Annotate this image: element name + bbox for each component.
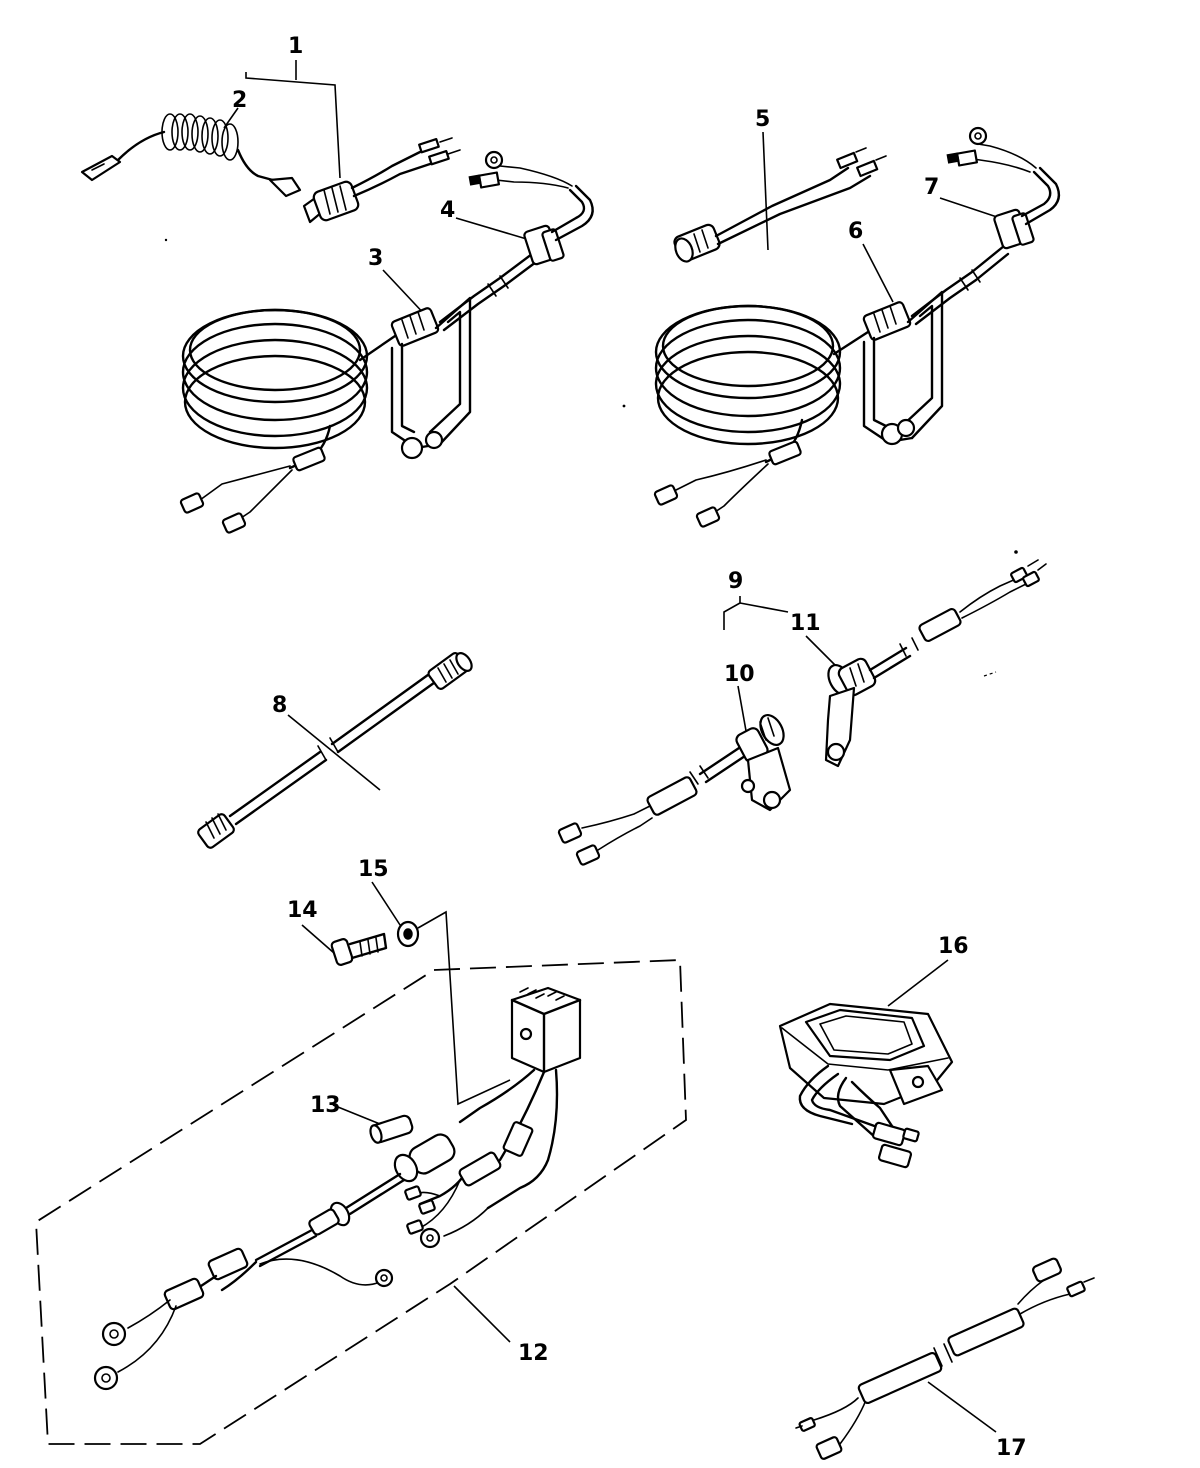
lanyard-part-2 <box>80 113 302 198</box>
callout-3: 3 <box>368 246 383 271</box>
harness-part-3 <box>179 150 594 534</box>
callout-16: 16 <box>938 934 969 959</box>
washer-part-15 <box>396 920 420 948</box>
callout-9: 9 <box>728 569 743 594</box>
leader-2 <box>223 107 239 129</box>
harness-part-6 <box>653 126 1061 528</box>
callout-10: 10 <box>724 662 755 687</box>
callout-labels: 1 2 3 4 5 6 7 8 9 10 11 12 13 14 15 16 1… <box>232 34 1027 1461</box>
switch-part-10 <box>557 714 792 866</box>
harness-part-17 <box>795 1257 1095 1460</box>
callout-12: 12 <box>518 1341 549 1366</box>
leader-16 <box>887 959 949 1007</box>
module-part-16 <box>778 1002 954 1169</box>
leader-17 <box>927 1381 997 1433</box>
leader-5 <box>762 131 769 251</box>
kit-outline-part-12 <box>35 910 687 1445</box>
callout-6: 6 <box>848 219 863 244</box>
leader-12 <box>453 1285 511 1343</box>
callout-1: 1 <box>288 34 303 59</box>
rectifier-part-12 <box>93 986 582 1391</box>
harness-part-5 <box>673 147 887 263</box>
stop-switch-part-1 <box>302 137 461 224</box>
leader-15 <box>371 881 403 929</box>
callout-2: 2 <box>232 88 247 113</box>
scan-specks <box>164 238 1018 677</box>
callout-8: 8 <box>272 693 287 718</box>
callout-17: 17 <box>996 1436 1027 1461</box>
callout-15: 15 <box>358 857 389 882</box>
callout-11: 11 <box>790 611 821 636</box>
screw-part-14 <box>330 932 388 966</box>
callout-5: 5 <box>755 107 770 132</box>
callout-14: 14 <box>287 898 318 923</box>
leader-4 <box>455 217 531 241</box>
switch-part-11 <box>824 559 1047 768</box>
leader-6 <box>862 243 894 303</box>
callout-4: 4 <box>440 198 455 223</box>
leader-13 <box>332 1104 381 1125</box>
leader-9 <box>723 596 741 630</box>
leader-7 <box>939 197 1001 219</box>
extension-cable-part-8 <box>197 652 473 849</box>
leader-1 <box>245 72 341 179</box>
leader-8 <box>287 714 381 791</box>
leader-lines <box>223 60 1001 1433</box>
callout-7: 7 <box>924 175 939 200</box>
